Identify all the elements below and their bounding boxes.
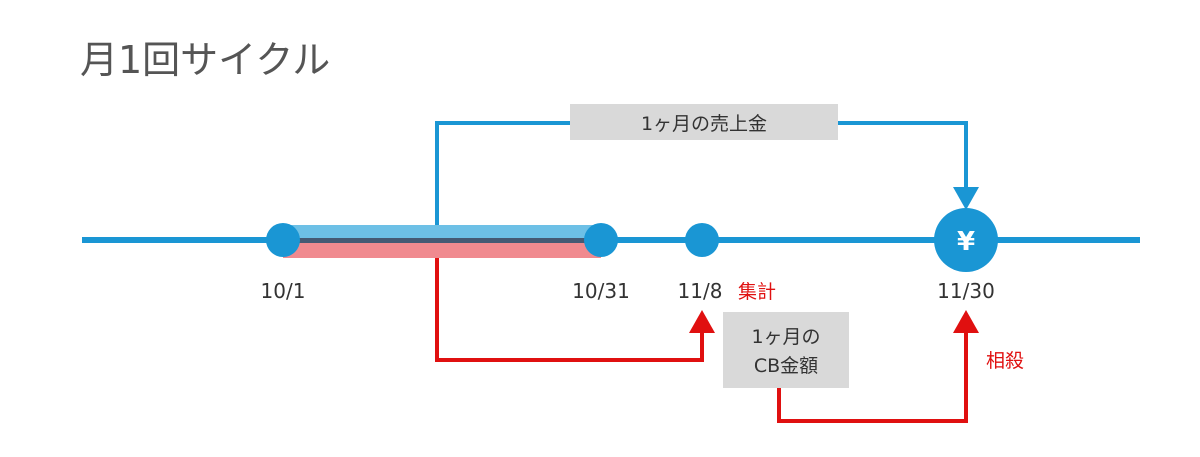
page-title: 月1回サイクル (80, 38, 330, 82)
date-start: 10/1 (261, 279, 306, 303)
period-band-dark (283, 238, 601, 244)
node-end (584, 223, 618, 257)
node-aggregate (685, 223, 719, 257)
node-start (266, 223, 300, 257)
date-end: 10/31 (572, 279, 630, 303)
aggregate-label: 集計 (738, 281, 776, 303)
yen-icon: ¥ (957, 227, 975, 257)
date-payment: 11/30 (937, 279, 995, 303)
cb-arrowhead (689, 310, 715, 333)
cb-box (723, 312, 849, 388)
date-aggregate: 11/8 (678, 279, 723, 303)
cb-box-line1: 1ヶ月の (751, 326, 820, 348)
sales-arrowhead (953, 187, 979, 210)
cb-box-line2: CB金額 (754, 355, 818, 377)
sales-box-label: 1ヶ月の売上金 (641, 113, 767, 135)
cb-flow-line (435, 258, 704, 362)
period-band-blue (283, 225, 601, 240)
period-band-pink (283, 243, 601, 258)
offset-arrowhead (953, 310, 979, 333)
node-payment (934, 208, 998, 272)
offset-label: 相殺 (986, 350, 1024, 372)
offset-flow-line (777, 330, 968, 423)
sales-box (570, 104, 838, 140)
